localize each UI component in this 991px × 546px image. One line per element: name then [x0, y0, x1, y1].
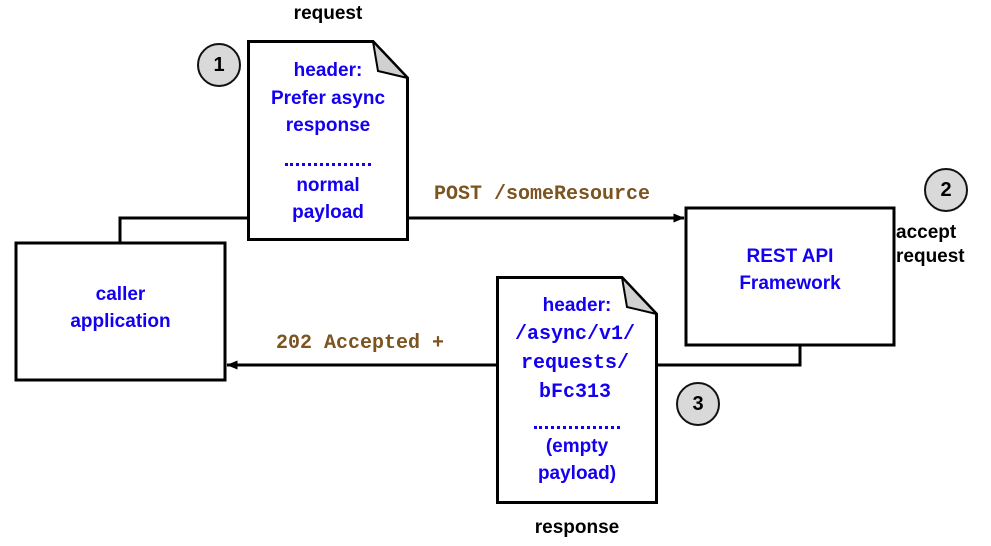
accept-request-caption: accept request [896, 222, 965, 267]
step-circle-1: 1 [197, 43, 241, 87]
request-document [247, 38, 411, 241]
response-document-shape [496, 274, 660, 504]
response-document [496, 274, 660, 504]
response-caption: response [534, 517, 620, 538]
edge-request-path [118, 213, 685, 243]
step-circle-3: 3 [676, 382, 720, 426]
request-document-separator [285, 163, 371, 166]
request-document-header-value: Prefer async response [270, 88, 386, 136]
request-caption: request [293, 3, 363, 24]
response-document-header-value: /async/v1/ requests/ bFc313 [514, 323, 636, 404]
node-rest-api-framework-label: REST API Framework [739, 246, 841, 294]
edge-response-path [226, 345, 802, 370]
response-document-payload: (empty payload) [537, 436, 617, 484]
request-document-header-label: header: [293, 60, 363, 81]
step-circle-2: 2 [924, 168, 968, 212]
response-document-separator [534, 426, 620, 429]
edge-label-request: POST /someResource [434, 183, 651, 206]
response-document-header-label: header: [542, 295, 612, 316]
request-document-shape [247, 38, 411, 241]
request-document-payload: normal payload [292, 175, 364, 223]
edge-label-response: 202 Accepted + [276, 332, 445, 355]
node-caller-application-label: caller application [70, 284, 171, 332]
